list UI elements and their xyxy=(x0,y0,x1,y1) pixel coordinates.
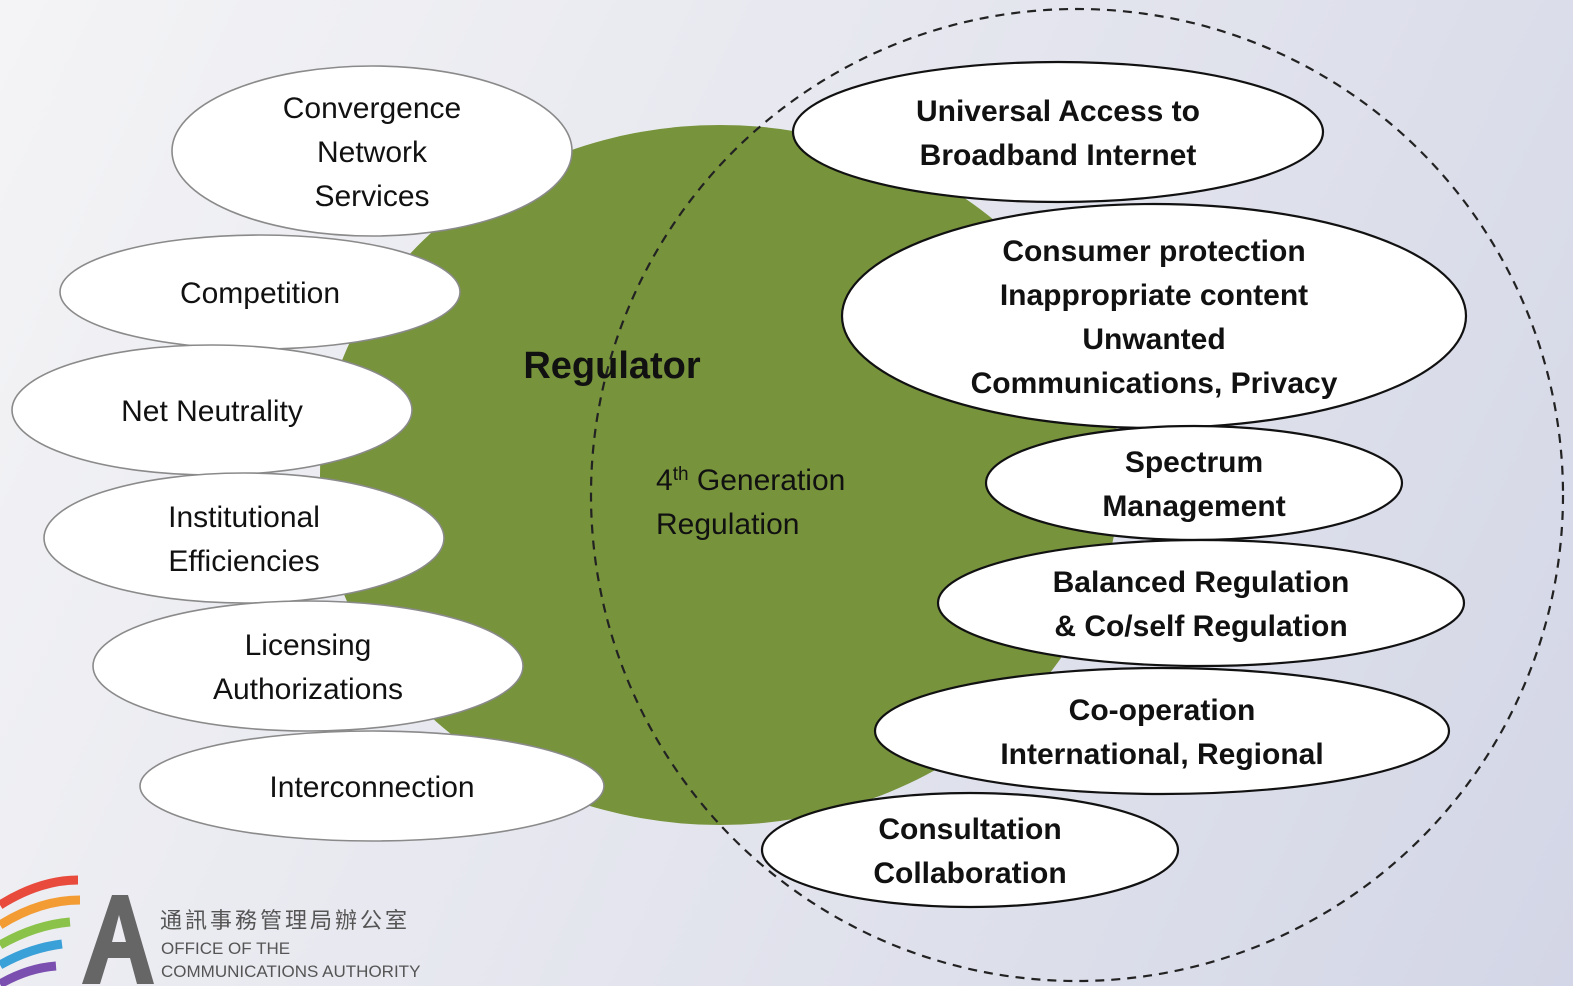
generation-word: Generation xyxy=(689,464,846,497)
right-topic-label: International, Regional xyxy=(1000,738,1323,771)
right-topic-label: Balanced Regulation xyxy=(1053,566,1350,599)
left-topic-label: Interconnection xyxy=(269,771,474,804)
left-ellipse-group: ConvergenceNetworkServicesCompetitionNet… xyxy=(11,65,605,842)
left-topic-label: Efficiencies xyxy=(168,545,319,578)
left-topic-label: Convergence xyxy=(283,92,461,125)
left-topic-label: Competition xyxy=(180,277,340,310)
left-topic-ellipse xyxy=(92,600,524,732)
left-topic-label: Services xyxy=(314,180,429,213)
left-topic-label: Licensing xyxy=(245,629,372,662)
dashed-scope-circle xyxy=(589,7,1565,983)
generation-label-line2: Regulation xyxy=(656,508,799,541)
right-topic-label: Unwanted xyxy=(1082,323,1225,356)
right-topic-label: Collaboration xyxy=(873,857,1066,890)
right-topic-ellipse xyxy=(873,666,1451,796)
logo-chinese-name: 通訊事務管理局辦公室 xyxy=(160,909,410,934)
right-topic-label: Broadband Internet xyxy=(920,139,1197,172)
right-topic-ellipse xyxy=(936,538,1466,668)
generation-superscript: th xyxy=(673,464,689,485)
ofca-logo-mark xyxy=(0,875,154,986)
left-topic-label: Authorizations xyxy=(213,673,403,706)
right-topic-label: Management xyxy=(1102,490,1285,523)
right-topic-ellipse xyxy=(791,60,1325,204)
right-topic-label: Spectrum xyxy=(1125,446,1263,479)
logo-line-authority: COMMUNICATIONS AUTHORITY xyxy=(161,962,420,981)
right-topic-label: Consultation xyxy=(878,813,1061,846)
right-ellipse-group: Universal Access to Broadband InternetCon… xyxy=(760,60,1468,909)
left-topic-ellipse xyxy=(139,730,605,842)
ofca-logo: 通訊事務管理局辦公室 OFFICE OF THE COMMUNICATIONS … xyxy=(0,875,420,986)
right-topic-label: & Co/self Regulation xyxy=(1054,610,1347,643)
left-topic-ellipse xyxy=(43,472,445,604)
right-topic-label: Co-operation xyxy=(1069,694,1256,727)
left-topic-ellipse xyxy=(171,65,573,237)
generation-label-line1: 4th Generation xyxy=(656,464,845,498)
right-topic-label: Inappropriate content xyxy=(1000,279,1308,312)
right-topic-label: Communications, Privacy xyxy=(971,367,1338,400)
logo-line-office: OFFICE OF THE xyxy=(161,939,290,958)
left-topic-label: Net Neutrality xyxy=(121,395,303,428)
left-topic-label: Institutional xyxy=(168,501,320,534)
right-topic-ellipse xyxy=(760,791,1180,909)
right-topic-label: Consumer protection xyxy=(1002,235,1305,268)
right-topic-label: Universal Access to xyxy=(916,95,1200,128)
generation-number: 4 xyxy=(656,464,673,497)
left-topic-label: Network xyxy=(317,136,428,169)
